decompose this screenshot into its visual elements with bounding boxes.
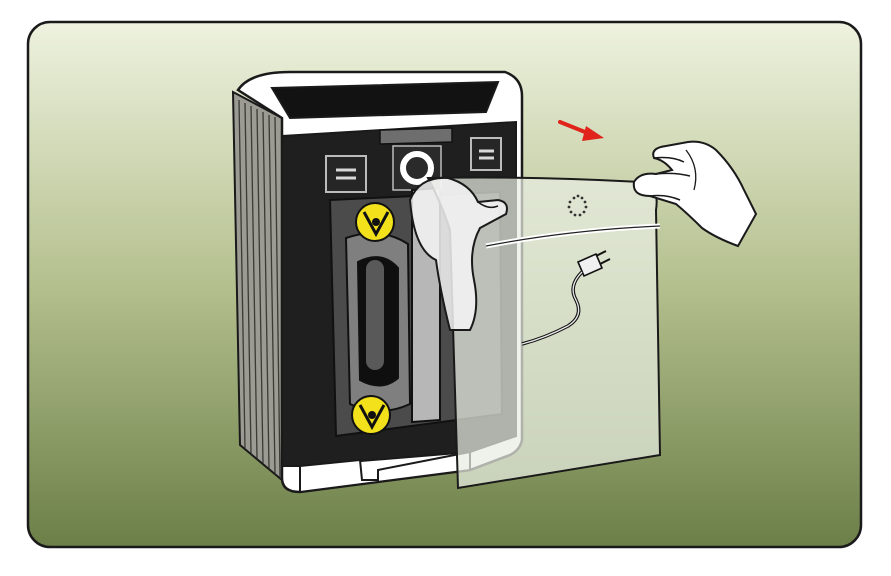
right-hand-icon <box>632 140 758 248</box>
left-control-button <box>325 155 367 193</box>
bottom-base <box>299 450 471 494</box>
sensor-dots-icon <box>567 194 588 217</box>
power-plug-icon <box>521 250 611 346</box>
left-hand-icon <box>408 176 508 331</box>
filter-inner-slot <box>366 260 384 370</box>
red-arrow-icon <box>558 120 604 141</box>
handle-slot <box>379 127 453 145</box>
top-air-outlet <box>270 80 500 120</box>
bottom-yellow-knob <box>351 395 391 435</box>
top-yellow-knob <box>355 202 395 242</box>
right-control-button <box>470 137 502 171</box>
side-ribs <box>238 99 281 478</box>
front-cover-panel <box>426 176 662 490</box>
power-ring-button <box>392 145 442 191</box>
